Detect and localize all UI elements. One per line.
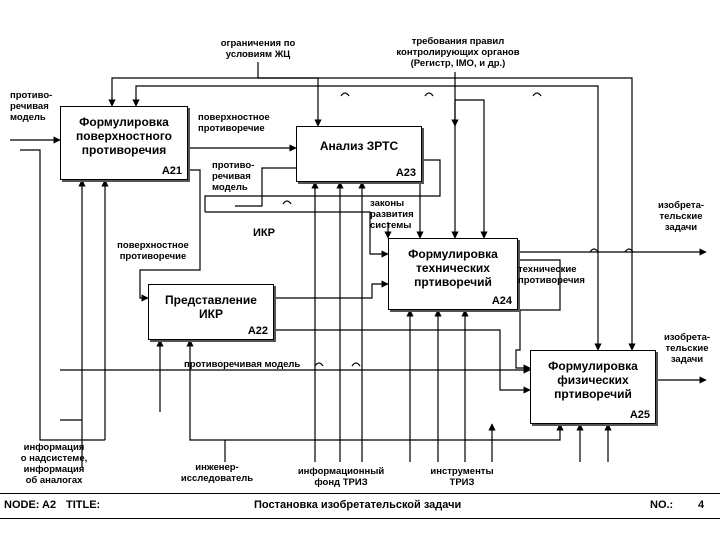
activity-box-a24[interactable]: Формулировка технических пртиворечий A24 (388, 238, 518, 310)
label-info-supersystem: информация о надсистеме, информация об а… (20, 442, 88, 486)
activity-box-a23[interactable]: Анализ ЗРТС A23 (296, 126, 422, 182)
diagram-title: Постановка изобретательской задачи (254, 499, 462, 511)
node-value: A2 (42, 499, 57, 511)
activity-code: A22 (247, 325, 268, 337)
label-ikr: ИКР (253, 227, 275, 239)
diagram-footer: NODE: A2 TITLE: Постановка изобретательс… (0, 493, 720, 519)
activity-title: Формулировка физических пртиворечий (548, 359, 638, 401)
node-label: NODE: (4, 499, 40, 511)
activity-title: Представление ИКР (165, 293, 257, 321)
activity-title: Формулировка технических пртиворечий (408, 247, 498, 289)
label-tools: инструменты ТРИЗ (430, 466, 494, 488)
activity-box-a21[interactable]: Формулировка поверхностного противоречия… (60, 106, 188, 180)
label-inventive-tasks-1: изобрета- тельские задачи (657, 200, 705, 233)
label-requirements: требования правил контролирующих органов… (396, 36, 520, 69)
activity-title: Анализ ЗРТС (319, 139, 399, 153)
label-contradictory-model-in: противо- речивая модель (10, 90, 53, 123)
title-label: TITLE: (66, 499, 101, 511)
label-laws: законы развития системы (370, 198, 414, 231)
activity-title: Формулировка поверхностного противоречия (75, 115, 173, 157)
label-restrictions: ограничения по условиям ЖЦ (220, 38, 296, 60)
label-contradictory-model-mid: противо- речивая модель (212, 160, 255, 193)
no-label: NO.: (650, 499, 674, 511)
label-engineer: инженер- исследователь (180, 462, 254, 484)
label-contradictory-model-bottom: противоречивая модель (184, 359, 301, 370)
label-info-fund: информационный фонд ТРИЗ (297, 466, 385, 488)
activity-code: A23 (395, 167, 416, 179)
label-technical-contradictions: технические противоречия (518, 264, 585, 286)
activity-box-a22[interactable]: Представление ИКР A22 (148, 284, 274, 340)
label-surface-contradiction-left: поверхностное противоречие (117, 240, 189, 262)
no-value: 4 (698, 499, 705, 511)
activity-code: A21 (161, 165, 182, 177)
activity-code: A25 (629, 409, 650, 421)
activity-box-a25[interactable]: Формулировка физических пртиворечий A25 (530, 350, 656, 424)
activity-code: A24 (491, 295, 512, 307)
label-surface-contradiction-top: поверхностное противоречие (198, 112, 270, 134)
label-inventive-tasks-2: изобрета- тельские задачи (663, 332, 711, 365)
